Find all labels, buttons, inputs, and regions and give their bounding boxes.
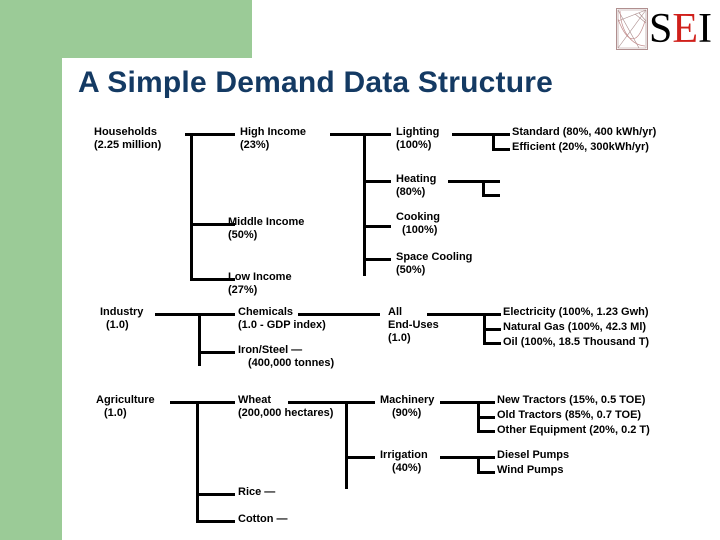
device-other-equipment: Other Equipment (20%, 0.2 T) [497,424,650,436]
fuel-natural-gas: Natural Gas (100%, 42.3 Ml) [503,321,647,333]
connector [345,401,375,404]
connector [483,313,501,316]
connector [492,148,510,151]
node-wheat: Wheat (200,000 hectares) [238,394,334,419]
connector-spine [363,133,366,276]
node-households: Households (2.25 million) [94,126,162,151]
node-low-income: Low Income (27%) [228,271,292,296]
node-middle-income: Middle Income (50%) [228,216,305,241]
node-lighting: Lighting (100%) [396,126,440,151]
connector [440,456,480,459]
connector [363,225,391,228]
node-agriculture: Agriculture (1.0) [96,394,155,419]
connector [363,180,391,183]
connector [363,133,391,136]
connector-spine [196,401,199,523]
connector [155,313,235,316]
connector [483,328,501,331]
node-heating: Heating (80%) [396,173,437,198]
green-side-bar [0,58,62,540]
node-machinery: Machinery (90%) [380,394,435,419]
node-iron-steel: Iron/Steel — (400,000 tonnes) [238,344,335,369]
connector [477,471,495,474]
connector-bracket [492,133,495,151]
green-accent-block [0,0,252,58]
device-wind-pumps: Wind Pumps [497,464,564,476]
device-efficient: Efficient (20%, 300kWh/yr) [512,141,649,153]
connector [170,401,235,404]
device-diesel-pumps: Diesel Pumps [497,449,570,461]
logo-letter-s: S [648,6,673,52]
connector [477,456,495,459]
connector [196,493,235,496]
node-space-cooling: Space Cooling (50%) [396,251,473,276]
connector [190,133,235,136]
device-new-tractors: New Tractors (15%, 0.5 TOE) [497,394,646,406]
node-irrigation: Irrigation (40%) [380,449,428,474]
slide-title: A Simple Demand Data Structure [78,66,553,99]
connector [198,351,235,354]
connector [298,313,380,316]
connector [427,313,485,316]
node-cooking: Cooking (100%) [396,211,440,236]
connector [477,401,495,404]
connector [482,194,500,197]
connector [196,520,235,523]
connector [477,430,495,433]
connector-bracket [477,456,480,474]
connector [440,401,480,404]
fuel-oil: Oil (100%, 18.5 Thousand T) [503,336,650,348]
connector-spine [198,313,201,366]
logo-letter-i: I [698,6,712,52]
connector [330,133,380,136]
logo-letter-e: E [672,6,698,52]
connector [482,180,500,183]
node-all-end-uses: All End-Uses (1.0) [388,306,439,344]
connector [448,180,490,183]
sei-logo: S E I [615,6,712,52]
node-industry: Industry (1.0) [100,306,144,331]
connector [483,342,501,345]
connector [363,258,391,261]
connector [288,401,348,404]
connector-spine [345,401,348,489]
device-old-tractors: Old Tractors (85%, 0.7 TOE) [497,409,642,421]
white-content-panel [62,58,720,540]
connector [190,223,235,226]
connector [190,278,235,281]
connector [477,416,495,419]
node-chemicals: Chemicals (1.0 - GDP index) [238,306,326,331]
connector [452,133,500,136]
fuel-electricity: Electricity (100%, 1.23 Gwh) [503,306,649,318]
node-rice: Rice — [238,486,276,498]
node-high-income: High Income (23%) [240,126,307,151]
device-standard: Standard (80%, 400 kWh/yr) [512,126,657,138]
sei-geometric-square-mark-icon [615,8,648,50]
connector-bracket [482,180,485,197]
connector-spine [190,133,193,281]
connector [345,456,375,459]
demand-data-structure-tree: Households (2.25 million) High Income (2… [0,118,720,528]
connector [492,133,510,136]
node-cotton: Cotton — [238,513,288,525]
